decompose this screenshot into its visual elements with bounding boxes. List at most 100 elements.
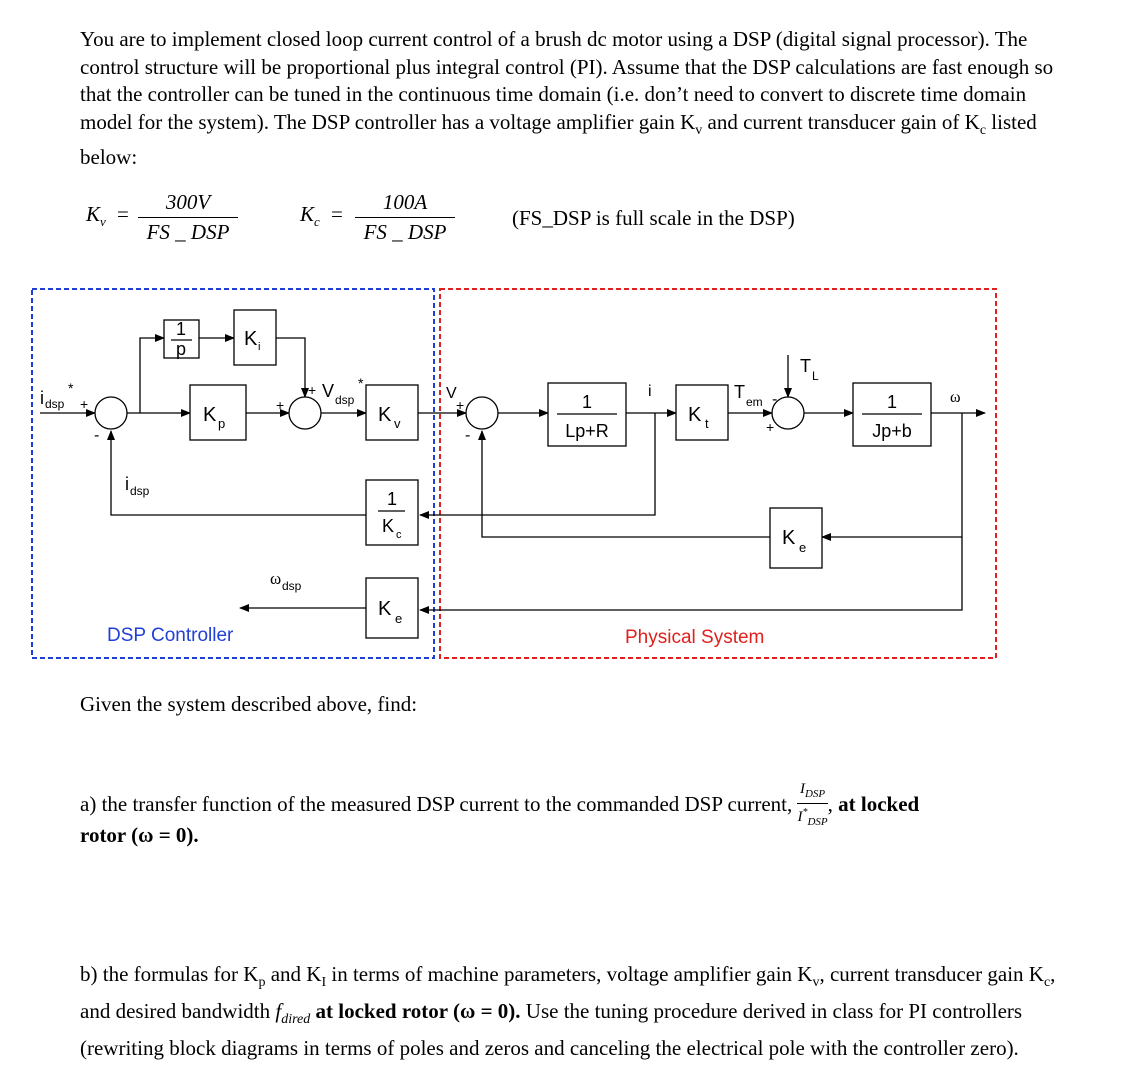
elec-den: Lp+R bbox=[565, 421, 609, 441]
sum1-minus: - bbox=[94, 427, 99, 444]
ke-dsp-block bbox=[365, 577, 419, 639]
sum4-plus: + bbox=[766, 419, 774, 435]
sum2-plus-left: + bbox=[276, 397, 284, 413]
sum3-plus: + bbox=[456, 397, 464, 413]
mech-num: 1 bbox=[887, 392, 897, 412]
kv-denominator: FS _ DSP bbox=[146, 220, 230, 244]
intro-kv-sub: v bbox=[695, 122, 703, 138]
qb-p4: , current transducer gain K bbox=[819, 962, 1044, 986]
qb-p2-sub: I bbox=[321, 975, 327, 991]
current-feedback-to-kc bbox=[419, 413, 656, 519]
sum-junction-1 bbox=[94, 396, 128, 430]
kv-fraction: 300V FS _ DSP bbox=[138, 190, 238, 245]
intro-text: You are to implement closed loop current… bbox=[80, 27, 1054, 134]
kc-eq-sign: = bbox=[331, 202, 343, 226]
omega-label: ω bbox=[950, 389, 961, 406]
physical-system-border bbox=[439, 288, 997, 659]
integrator-num: 1 bbox=[176, 319, 186, 339]
qa-frac-den: I bbox=[797, 809, 803, 825]
dsp-controller-label: DSP Controller bbox=[107, 625, 234, 646]
tl-label: T bbox=[800, 356, 811, 376]
physical-system-label: Physical System bbox=[625, 627, 764, 648]
tem-sub: em bbox=[746, 395, 763, 409]
idsp-star-sub: dsp bbox=[45, 397, 65, 411]
block-diagram: 1 p K i K p K v 1 K c K e 1 Lp+R K t K e… bbox=[31, 288, 997, 659]
kv-lhs-sub: v bbox=[100, 214, 106, 230]
sum3-minus: - bbox=[465, 427, 470, 444]
kt-block bbox=[675, 384, 729, 441]
vdsp-sup: * bbox=[358, 375, 364, 391]
kp-block bbox=[189, 384, 247, 441]
qb-p2: and K bbox=[265, 962, 322, 986]
kt-label: K bbox=[688, 404, 702, 426]
kc-block-den-sub: c bbox=[396, 529, 402, 541]
kv-block-label: K bbox=[378, 404, 392, 426]
qa-bold-tail: at locked bbox=[838, 791, 920, 816]
question-a: a) the transfer function of the measured… bbox=[80, 782, 1090, 830]
qa-frac-num-sub: DSP bbox=[804, 788, 826, 800]
intro-paragraph: You are to implement closed loop current… bbox=[80, 26, 1080, 172]
qb-p6: Use the tuning procedure derived in clas… bbox=[80, 999, 1023, 1061]
qb-fdired: f bbox=[275, 999, 282, 1024]
kv-eq-sign: = bbox=[117, 202, 129, 226]
ke-phys-sub: e bbox=[799, 540, 806, 555]
intro-end: listed below: bbox=[80, 109, 1037, 170]
kc-numerator: 100A bbox=[382, 190, 428, 214]
kv-block bbox=[365, 384, 419, 441]
vdsp-sub: dsp bbox=[335, 393, 355, 407]
idsp-star-label: i bbox=[40, 388, 44, 408]
sum2-plus-top: + bbox=[308, 382, 316, 398]
qb-p1: b) the formulas for K bbox=[80, 962, 259, 986]
question-b: b) the formulas for Kp and KI in terms o… bbox=[80, 960, 1070, 1062]
sum-junction-3 bbox=[465, 396, 499, 430]
kp-label: K bbox=[203, 404, 217, 426]
ke-dsp-label: K bbox=[378, 598, 392, 620]
elec-num: 1 bbox=[582, 392, 592, 412]
omega-to-ke-dsp bbox=[419, 537, 963, 614]
kv-block-sub: v bbox=[394, 416, 401, 431]
ke-to-sum3 bbox=[478, 430, 770, 538]
ke-dsp-sub: e bbox=[395, 611, 402, 626]
qa-rotor: rotor (ω = 0). bbox=[80, 823, 199, 847]
qb-p5: , and desired bandwidth bbox=[80, 962, 1056, 1024]
qa-frac-num: I bbox=[799, 781, 805, 797]
qb-p3: in terms of machine parameters, voltage … bbox=[326, 962, 813, 986]
v-label: V bbox=[446, 385, 457, 402]
qa-frac-den-sub: DSP bbox=[807, 816, 828, 828]
kv-numerator: 300V bbox=[165, 190, 211, 214]
kc-fraction: 100A FS _ DSP bbox=[355, 190, 455, 245]
idsp-star-sup: * bbox=[68, 380, 74, 396]
ki-label: K bbox=[244, 328, 258, 350]
vdsp-label: V bbox=[322, 381, 334, 401]
intro-kc-sub: c bbox=[979, 122, 987, 138]
kc-block-num: 1 bbox=[387, 489, 397, 509]
kc-lhs-sub: c bbox=[314, 214, 320, 230]
intro-tail: and current transducer gain of K bbox=[702, 109, 980, 134]
qa-text: a) the transfer function of the measured… bbox=[80, 791, 793, 816]
given-line: Given the system described above, find: bbox=[80, 692, 418, 716]
kv-fraction-bar bbox=[138, 217, 238, 218]
kv-equation: Kv = bbox=[86, 202, 129, 230]
idsp-sub: dsp bbox=[130, 484, 150, 498]
qa-comma: , bbox=[827, 791, 833, 816]
integrator-block bbox=[163, 319, 200, 359]
omega-dsp-label: ω bbox=[270, 569, 281, 588]
ki-sub: i bbox=[258, 341, 260, 353]
kc-block-den: K bbox=[382, 516, 394, 536]
kc-inverse-block bbox=[365, 479, 419, 546]
ke-phys-label: K bbox=[782, 527, 796, 549]
qb-p4-sub: c bbox=[1043, 975, 1051, 991]
fs-dsp-note: (FS_DSP is full scale in the DSP) bbox=[512, 206, 795, 230]
ki-block bbox=[233, 309, 277, 366]
ki-to-sum2 bbox=[276, 337, 309, 398]
idsp-label: i bbox=[125, 474, 129, 494]
i-label: i bbox=[648, 383, 652, 400]
qb-fdired-sub: dired bbox=[281, 1012, 311, 1028]
omega-dsp-sub: dsp bbox=[282, 579, 302, 593]
ke-phys-block bbox=[769, 507, 823, 569]
kc-lhs: K bbox=[300, 202, 315, 226]
qa-fraction: IDSP I*DSP bbox=[797, 781, 828, 830]
kv-lhs: K bbox=[86, 202, 101, 226]
qb-bold: at locked rotor (ω = 0). bbox=[310, 999, 521, 1024]
qa-frac-den-sup: * bbox=[802, 807, 808, 818]
